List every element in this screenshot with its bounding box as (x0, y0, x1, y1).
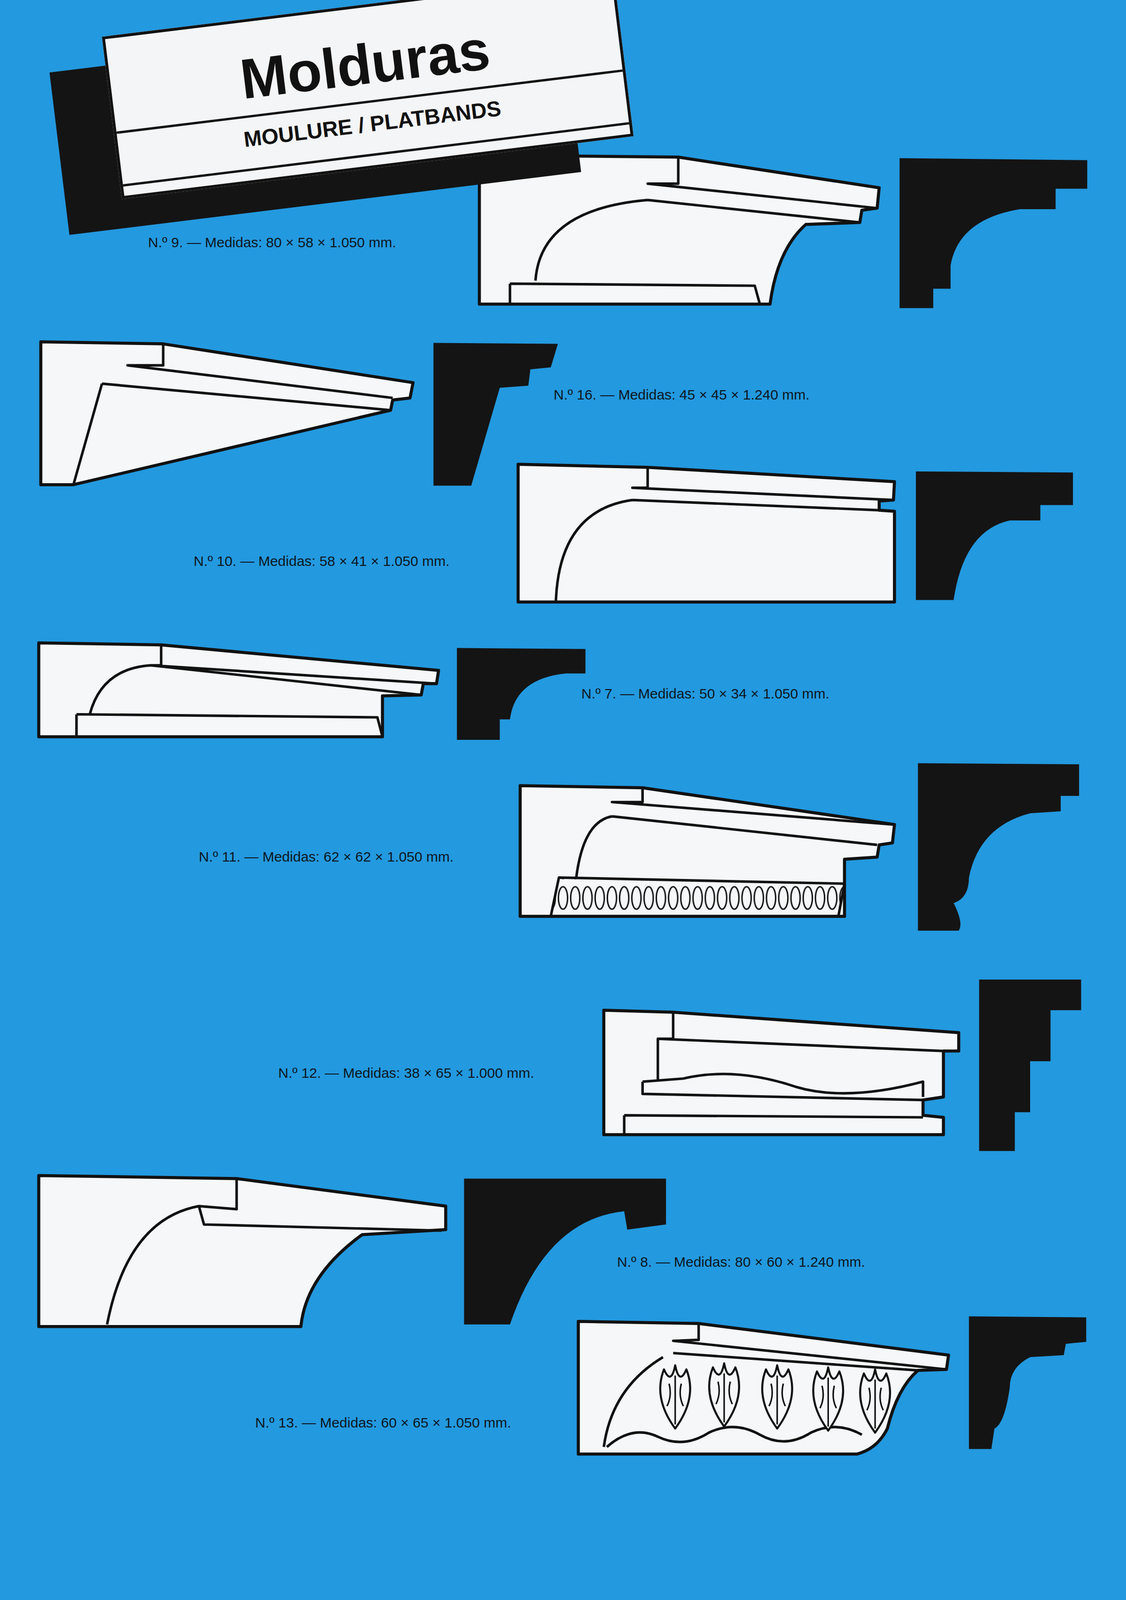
egg-and-dart (550, 877, 845, 916)
moulding-detail (509, 156, 877, 305)
acanthus-leaf (860, 1368, 891, 1433)
product-caption: N.º 12. — Medidas: 38 × 65 × 1.000 mm. (278, 1064, 535, 1082)
profile-section (978, 979, 1081, 1151)
profile-section (456, 648, 586, 740)
acanthus-leaf (660, 1365, 691, 1429)
acanthus-leaf (813, 1367, 844, 1431)
profile-section (915, 471, 1073, 601)
moulding-detail (555, 467, 894, 603)
product-caption: N.º 7. — Medidas: 50 × 34 × 1.050 mm. (581, 685, 830, 703)
moulding-detail (603, 1323, 947, 1447)
moulding-drawing (38, 642, 439, 737)
product-caption: N.º 13. — Medidas: 60 × 65 × 1.050 mm. (255, 1414, 512, 1431)
product-caption: N.º 9. — Medidas: 80 × 58 × 1.050 mm. (148, 234, 397, 251)
moulding-detail (576, 787, 893, 878)
moulding-detail (624, 1012, 944, 1135)
profile-section (899, 157, 1087, 308)
acanthus-leaf (762, 1365, 793, 1429)
acanthus-leaf (709, 1362, 740, 1427)
profile-section (463, 1178, 666, 1324)
moulding-drawing (518, 464, 895, 603)
product-caption: N.º 11. — Medidas: 62 × 62 × 1.050 mm. (198, 848, 454, 866)
moulding-detail (107, 1178, 442, 1324)
moulding-drawing (603, 1009, 959, 1135)
moulding-drawing (578, 1321, 949, 1454)
moulding-detail (76, 644, 437, 737)
profile-section (969, 1315, 1087, 1449)
profile-section (433, 342, 558, 486)
moulding-drawing (38, 1175, 446, 1327)
product-caption: N.º 8. — Medidas: 80 × 60 × 1.240 mm. (617, 1253, 866, 1271)
moulding-drawing (40, 341, 414, 485)
product-caption: N.º 10. — Medidas: 58 × 41 × 1.050 mm. (193, 552, 450, 570)
product-caption: N.º 16. — Medidas: 45 × 45 × 1.240 mm. (553, 386, 810, 404)
moulding-detail (73, 344, 393, 485)
moulding-drawing (479, 155, 880, 305)
profile-section (917, 763, 1080, 931)
moulding-drawing (520, 785, 895, 917)
